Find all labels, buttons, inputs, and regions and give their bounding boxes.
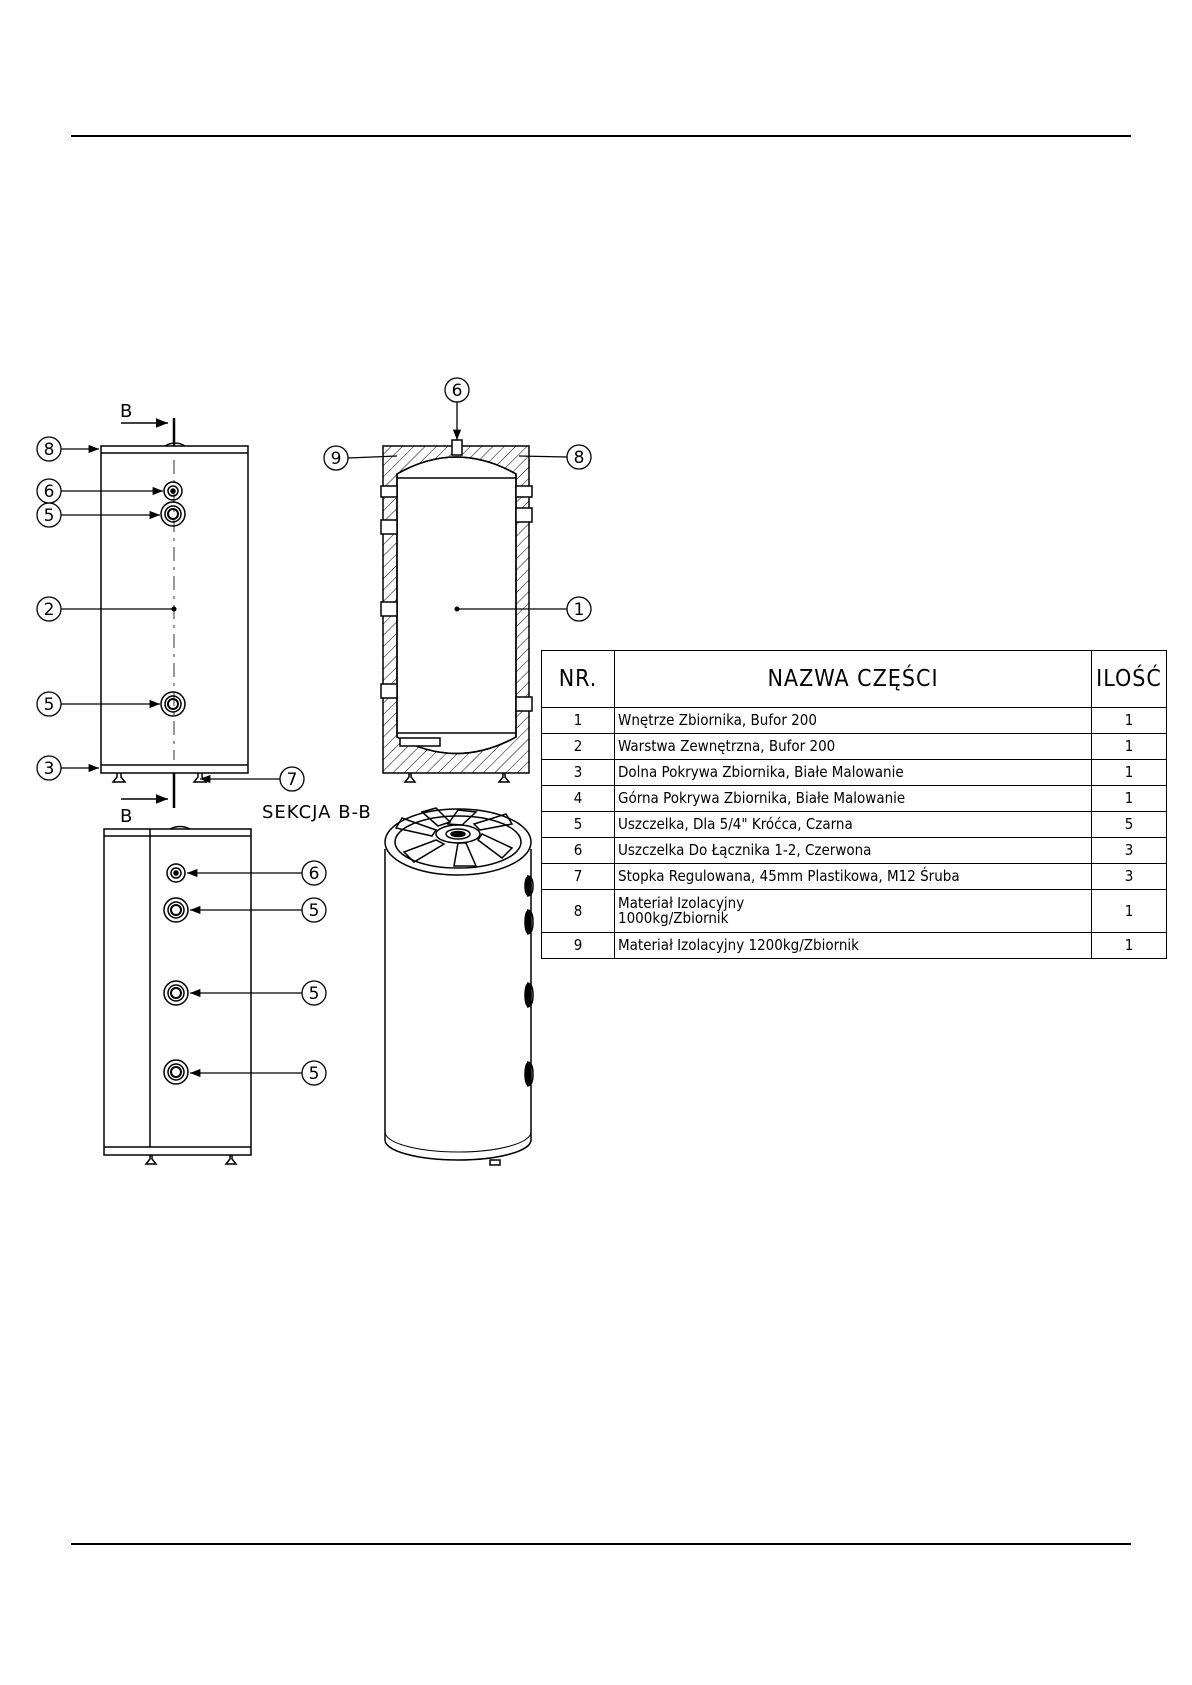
section-callout-numbers: 6 9 8 1 <box>331 381 585 620</box>
row-qty: 3 <box>1091 837 1167 864</box>
section-marker-bottom: B <box>120 806 132 827</box>
section-callout-6: 6 <box>452 381 463 401</box>
section-label: SEKCJA B-B <box>262 802 372 823</box>
row-name: Uszczelka Do Łącznika 1-2, Czerwona <box>614 837 1092 864</box>
row-name: Warstwa Zewnętrzna, Bufor 200 <box>614 733 1092 760</box>
callout-8: 8 <box>44 440 55 460</box>
table-row: 1 Wnętrze Zbiornika, Bufor 200 1 <box>541 707 1167 734</box>
row-nr: 2 <box>541 733 615 760</box>
section-callouts <box>323 377 592 622</box>
row-name: Wnętrze Zbiornika, Bufor 200 <box>614 707 1092 734</box>
parts-table-header: NR. NAZWA CZĘŚCI ILOŚĆ <box>541 650 1167 708</box>
header-rule <box>71 135 1131 137</box>
header-nr: NR. <box>541 650 615 708</box>
side-callout-numbers: 6 5 5 5 <box>309 864 320 1084</box>
row-nr: 5 <box>541 811 615 838</box>
row-name: Górna Pokrywa Zbiornika, Białe Malowanie <box>614 785 1092 812</box>
row-qty: 5 <box>1091 811 1167 838</box>
table-row: 5 Uszczelka, Dla 5/4" Króćca, Czarna 5 <box>541 811 1167 838</box>
side-view <box>103 825 252 1165</box>
row-qty: 1 <box>1091 932 1167 959</box>
header-qty: ILOŚĆ <box>1091 650 1167 708</box>
section-view <box>380 439 533 783</box>
parts-table: NR. NAZWA CZĘŚCI ILOŚĆ 1 Wnętrze Zbiorni… <box>541 650 1167 959</box>
header-name: NAZWA CZĘŚCI <box>614 650 1092 708</box>
table-row: 3 Dolna Pokrywa Zbiornika, Białe Malowan… <box>541 759 1167 786</box>
table-row: 9 Materiał Izolacyjny 1200kg/Zbiornik 1 <box>541 932 1167 959</box>
isometric-view <box>384 807 534 1166</box>
side-callout-6: 6 <box>309 864 320 884</box>
footer-rule <box>71 1543 1131 1545</box>
table-row: 7 Stopka Regulowana, 45mm Plastikowa, M1… <box>541 863 1167 890</box>
row-nr: 3 <box>541 759 615 786</box>
row-qty: 1 <box>1091 889 1167 933</box>
callout-7: 7 <box>287 770 298 790</box>
section-callout-1: 1 <box>574 600 585 620</box>
row-qty: 3 <box>1091 863 1167 890</box>
section-marker-top: B <box>120 401 132 422</box>
section-callout-8: 8 <box>574 448 585 468</box>
front-callouts <box>36 436 305 792</box>
side-callouts <box>187 860 327 1086</box>
callout-6: 6 <box>44 482 55 502</box>
row-qty: 1 <box>1091 733 1167 760</box>
callout-5: 5 <box>44 506 55 526</box>
row-qty: 1 <box>1091 759 1167 786</box>
row-name: Materiał Izolacyjny 1000kg/Zbiornik <box>614 889 1092 933</box>
row-nr: 6 <box>541 837 615 864</box>
row-name: Stopka Regulowana, 45mm Plastikowa, M12 … <box>614 863 1092 890</box>
table-row: 2 Warstwa Zewnętrzna, Bufor 200 1 <box>541 733 1167 760</box>
row-nr: 4 <box>541 785 615 812</box>
callout-2: 2 <box>44 600 55 620</box>
front-view <box>100 418 249 808</box>
row-nr: 8 <box>541 889 615 933</box>
callout-3: 3 <box>44 759 55 779</box>
row-name: Materiał Izolacyjny 1200kg/Zbiornik <box>614 932 1092 959</box>
table-row: 6 Uszczelka Do Łącznika 1-2, Czerwona 3 <box>541 837 1167 864</box>
side-callout-5a: 5 <box>309 901 320 921</box>
row-nr: 1 <box>541 707 615 734</box>
table-row: 8 Materiał Izolacyjny 1000kg/Zbiornik 1 <box>541 889 1167 933</box>
row-qty: 1 <box>1091 707 1167 734</box>
row-name: Uszczelka, Dla 5/4" Króćca, Czarna <box>614 811 1092 838</box>
section-callout-9: 9 <box>331 449 342 469</box>
side-callout-5b: 5 <box>309 984 320 1004</box>
row-nr: 7 <box>541 863 615 890</box>
front-callout-numbers: 8 6 5 2 5 3 7 <box>44 440 298 790</box>
side-callout-5c: 5 <box>309 1064 320 1084</box>
row-qty: 1 <box>1091 785 1167 812</box>
row-name: Dolna Pokrywa Zbiornika, Białe Malowanie <box>614 759 1092 786</box>
row-nr: 9 <box>541 932 615 959</box>
callout-5b: 5 <box>44 695 55 715</box>
table-row: 4 Górna Pokrywa Zbiornika, Białe Malowan… <box>541 785 1167 812</box>
